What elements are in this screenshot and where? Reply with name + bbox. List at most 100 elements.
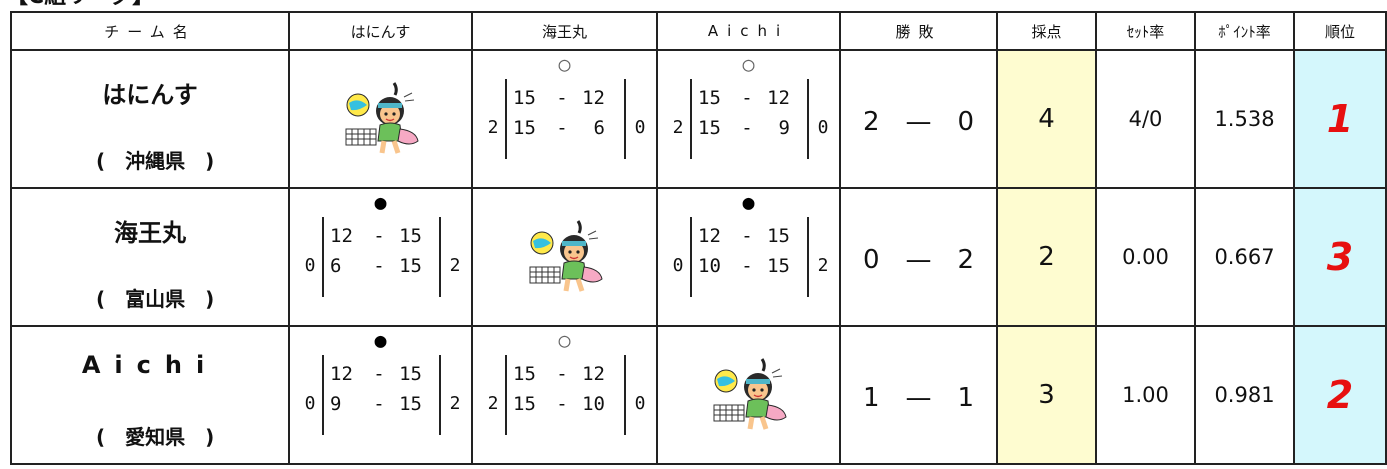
set-score-value: 15 bbox=[767, 225, 790, 247]
header-points: 採点 bbox=[996, 11, 1097, 51]
match-result-cell: ● 0 12-15 9 -15 2 bbox=[288, 325, 473, 465]
set-score-separator: - bbox=[741, 87, 753, 109]
score-bracket-left bbox=[322, 217, 324, 297]
volleyball-mascot-icon bbox=[529, 220, 603, 292]
set-score-separator: - bbox=[373, 393, 385, 415]
set-score-value: 15 bbox=[513, 363, 536, 385]
team-cell: はにんす ( 沖縄県 ) bbox=[10, 49, 290, 189]
set-rate-cell: 0.00 bbox=[1095, 187, 1196, 327]
set-score-value: 12 bbox=[582, 87, 605, 109]
header-team-name: チーム名 bbox=[10, 11, 290, 51]
set-score-value: 9 bbox=[330, 393, 342, 415]
set-score-value: 15 bbox=[513, 87, 536, 109]
sets-won-right: 0 bbox=[817, 117, 829, 138]
set-score-value: 15 bbox=[399, 255, 422, 277]
team-cell: Aichi( 愛知県 ) bbox=[10, 325, 290, 465]
set-score-value: 12 bbox=[330, 225, 353, 247]
set-score-separator: - bbox=[741, 225, 753, 247]
sets-won-right: 0 bbox=[634, 117, 646, 138]
sets-won-left: 0 bbox=[672, 255, 684, 276]
loss-mark-icon: ● bbox=[374, 328, 387, 352]
team-name: 海王丸 bbox=[114, 219, 186, 247]
header-rank: 順位 bbox=[1293, 11, 1387, 51]
point-rate-cell: 0.667 bbox=[1194, 187, 1295, 327]
sets-won-right: 2 bbox=[449, 255, 461, 276]
rank-cell: 2 bbox=[1293, 325, 1387, 465]
set-score-value: 15 bbox=[767, 255, 790, 277]
score-bracket-left bbox=[505, 355, 507, 435]
score-bracket-left bbox=[322, 355, 324, 435]
points-cell: 3 bbox=[996, 325, 1097, 465]
sets-won-left: 2 bbox=[487, 117, 499, 138]
set-score-value: 15 bbox=[698, 87, 721, 109]
header-col-3: Aichi bbox=[656, 11, 841, 51]
sets-won-left: 2 bbox=[487, 393, 499, 414]
sets-won-right: 0 bbox=[634, 393, 646, 414]
points-cell: 4 bbox=[996, 49, 1097, 189]
team-cell: 海王丸( 富山県 ) bbox=[10, 187, 290, 327]
score-bracket-left bbox=[690, 79, 692, 159]
sets-won-right: 2 bbox=[817, 255, 829, 276]
points-cell: 2 bbox=[996, 187, 1097, 327]
sets-won-left: 0 bbox=[304, 393, 316, 414]
set-score-separator: - bbox=[741, 255, 753, 277]
set-score-separator: - bbox=[741, 117, 753, 139]
match-result-cell: ● 0 12-15 10-15 2 bbox=[656, 187, 841, 327]
set-score-separator: - bbox=[556, 87, 568, 109]
set-score-value: 15 bbox=[399, 225, 422, 247]
score-bracket-right bbox=[807, 79, 809, 159]
set-score-value: 9 bbox=[778, 117, 790, 139]
sets-won-right: 2 bbox=[449, 393, 461, 414]
header-row: チーム名 はにんす 海王丸 Aichi 勝敗 採点 ｾｯﾄ率 ﾎﾟｲﾝﾄ率 順位 bbox=[10, 11, 1387, 51]
volleyball-mascot-icon bbox=[713, 358, 787, 430]
set-score-value: 10 bbox=[698, 255, 721, 277]
page-title: 【C組リーグ】 bbox=[6, 0, 154, 8]
self-match-cell bbox=[288, 49, 473, 189]
team-prefecture: ( 沖縄県 ) bbox=[96, 149, 215, 173]
score-bracket-right bbox=[624, 355, 626, 435]
header-set-rate: ｾｯﾄ率 bbox=[1095, 11, 1196, 51]
header-col-2: 海王丸 bbox=[471, 11, 658, 51]
set-score-separator: - bbox=[373, 225, 385, 247]
header-col-1: はにんす bbox=[288, 11, 473, 51]
set-score-value: 12 bbox=[582, 363, 605, 385]
set-score-value: 12 bbox=[698, 225, 721, 247]
set-score-value: 15 bbox=[399, 363, 422, 385]
set-score-separator: - bbox=[373, 363, 385, 385]
win-mark-icon: ○ bbox=[742, 52, 755, 76]
loss-mark-icon: ● bbox=[742, 190, 755, 214]
sets-won-left: 0 bbox=[304, 255, 316, 276]
point-rate-cell: 1.538 bbox=[1194, 49, 1295, 189]
sets-won-left: 2 bbox=[672, 117, 684, 138]
rank-cell: 1 bbox=[1293, 49, 1387, 189]
score-bracket-left bbox=[690, 217, 692, 297]
self-match-cell bbox=[656, 325, 841, 465]
set-score-separator: - bbox=[556, 117, 568, 139]
set-score-value: 10 bbox=[582, 393, 605, 415]
league-table: チーム名 はにんす 海王丸 Aichi 勝敗 採点 ｾｯﾄ率 ﾎﾟｲﾝﾄ率 順位… bbox=[10, 11, 1387, 465]
volleyball-mascot-icon bbox=[345, 82, 419, 154]
score-bracket-right bbox=[807, 217, 809, 297]
win-loss-cell: 2 — 0 bbox=[839, 49, 998, 189]
set-score-value: 12 bbox=[767, 87, 790, 109]
score-bracket-left bbox=[505, 79, 507, 159]
win-mark-icon: ○ bbox=[558, 328, 571, 352]
score-bracket-right bbox=[439, 217, 441, 297]
score-bracket-right bbox=[624, 79, 626, 159]
win-loss-cell: 0 — 2 bbox=[839, 187, 998, 327]
set-score-value: 12 bbox=[330, 363, 353, 385]
point-rate-cell: 0.981 bbox=[1194, 325, 1295, 465]
team-prefecture: ( 愛知県 ) bbox=[96, 425, 215, 449]
set-score-separator: - bbox=[373, 255, 385, 277]
set-score-value: 15 bbox=[399, 393, 422, 415]
set-score-value: 15 bbox=[513, 393, 536, 415]
win-loss-cell: 1 — 1 bbox=[839, 325, 998, 465]
team-name: はにんす bbox=[102, 81, 198, 109]
set-rate-cell: 1.00 bbox=[1095, 325, 1196, 465]
